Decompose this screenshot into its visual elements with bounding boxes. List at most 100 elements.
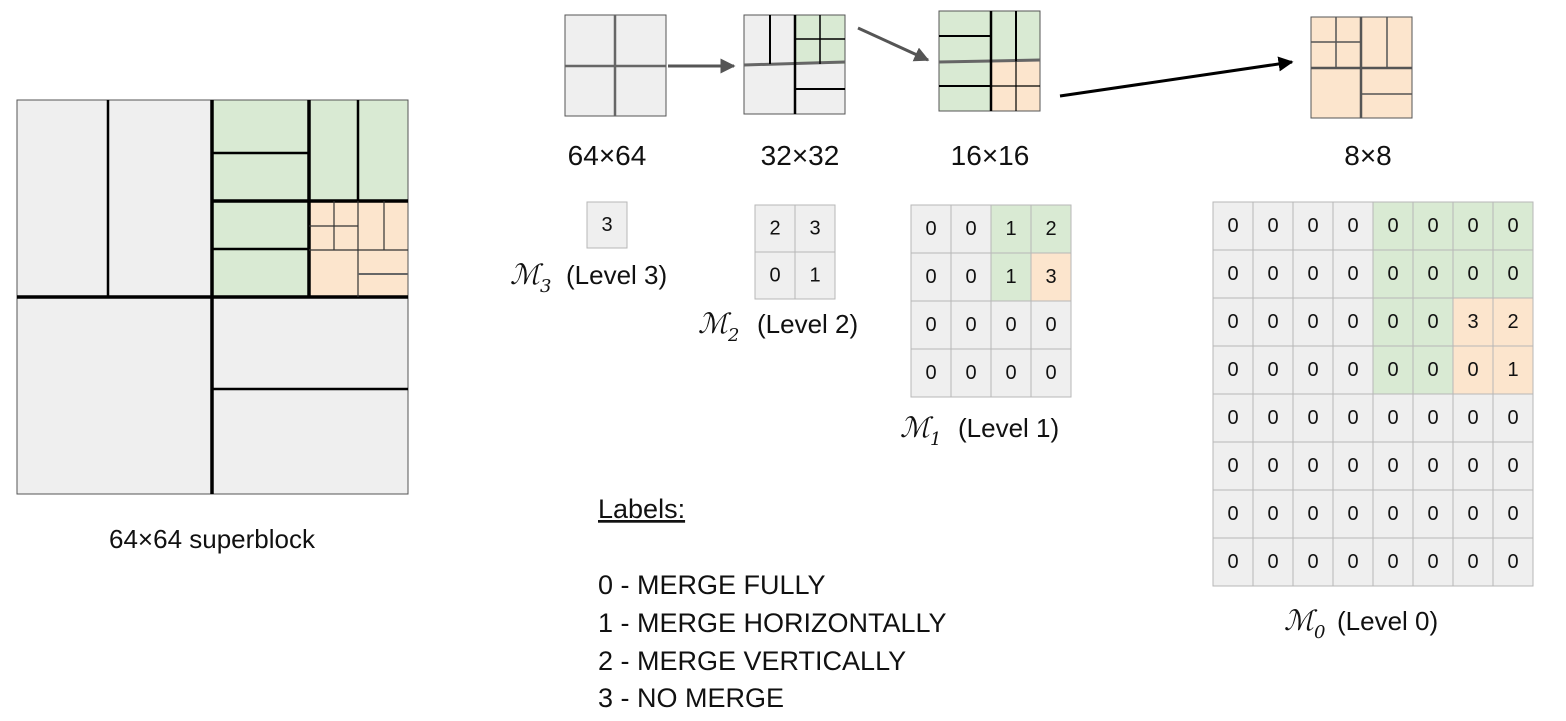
svg-text:ℳ1: ℳ1	[900, 411, 941, 450]
map-subscript: 0	[1314, 622, 1325, 643]
matrix-cell-value: 0	[1267, 503, 1278, 525]
matrix-cell	[1492, 297, 1534, 347]
matrix-cell	[1452, 201, 1494, 251]
matrix-cell	[754, 251, 796, 300]
matrix-cell-value: 0	[1347, 503, 1358, 525]
matrix-cell-value: 0	[1267, 311, 1278, 333]
matrix-cell-value: 0	[1307, 551, 1318, 573]
matrix-cell-value: 3	[1467, 311, 1478, 333]
caption-text: (Level 0)	[1337, 606, 1438, 636]
matrix-cell	[754, 204, 796, 253]
matrix-cell-value: 0	[1347, 263, 1358, 285]
matrix-cell-value: 0	[1387, 551, 1398, 573]
matrix-cell-value: 0	[1227, 455, 1238, 477]
matrix-cell	[1412, 297, 1454, 347]
matrix-cell-value: 0	[1387, 263, 1398, 285]
matrix-cell-value: 1	[1507, 359, 1518, 381]
matrix-cell	[1492, 393, 1534, 443]
matrix-cell	[1452, 441, 1494, 491]
matrix-cell	[1292, 393, 1334, 443]
matrix-cell-value: 0	[965, 218, 976, 240]
caption-level-0: ℳ0 (Level 0)	[1284, 604, 1438, 643]
matrix-cell-value: 0	[1267, 359, 1278, 381]
matrix-cell-value: 3	[601, 214, 612, 236]
matrix-cell	[586, 201, 628, 249]
stage-16-label: 16×16	[951, 140, 1030, 171]
map-subscript: 2	[727, 325, 739, 346]
matrix-cell	[1492, 537, 1534, 587]
matrix-cell	[1492, 489, 1534, 539]
matrix-cell-value: 0	[1227, 311, 1238, 333]
matrix-cell-value: 0	[1467, 551, 1478, 573]
matrix-cell	[1452, 345, 1494, 395]
matrix-cell-value: 0	[1427, 551, 1438, 573]
matrix-cell	[1252, 345, 1294, 395]
matrix-cell-value: 0	[1267, 551, 1278, 573]
matrix-cell-value: 0	[1045, 362, 1056, 384]
matrix-cell	[910, 348, 952, 398]
svg-text:ℳ3: ℳ3	[510, 258, 551, 297]
matrix-cell-value: 0	[1387, 407, 1398, 429]
stage-64-label: 64×64	[568, 140, 647, 171]
stage-8-block	[1310, 16, 1413, 119]
legend-item: 0 - MERGE FULLY	[598, 570, 826, 600]
caption-level-3: ℳ3 (Level 3)	[510, 258, 667, 297]
matrix-cell	[1212, 249, 1254, 299]
legend-item: 2 - MERGE VERTICALLY	[598, 646, 906, 676]
matrix-cell-value: 2	[769, 218, 780, 240]
matrix-cell	[1332, 297, 1374, 347]
matrix-cell-value: 0	[1005, 362, 1016, 384]
matrix-cell-value: 0	[965, 266, 976, 288]
matrix-cell-value: 0	[1507, 263, 1518, 285]
matrix-level-3: 3	[586, 201, 628, 249]
matrix-cell	[1372, 537, 1414, 587]
labels-legend: Labels: 0 - MERGE FULLY 1 - MERGE HORIZO…	[598, 494, 947, 713]
matrix-cell	[950, 300, 992, 350]
matrix-cell-value: 0	[1227, 503, 1238, 525]
matrix-cell-value: 0	[1387, 215, 1398, 237]
matrix-cell-value: 0	[1307, 311, 1318, 333]
matrix-cell-value: 0	[1307, 407, 1318, 429]
matrix-cell	[1212, 345, 1254, 395]
matrix-cell-value: 0	[1347, 407, 1358, 429]
matrix-cell	[1292, 201, 1334, 251]
matrix-cell-value: 3	[1045, 266, 1056, 288]
matrix-cell-value: 0	[1307, 263, 1318, 285]
matrix-cell-value: 0	[925, 314, 936, 336]
matrix-cell-value: 0	[1347, 215, 1358, 237]
matrix-cell-value: 0	[965, 314, 976, 336]
matrix-cell-value: 0	[1267, 263, 1278, 285]
matrix-cell	[990, 348, 1032, 398]
matrix-cell-value: 2	[1045, 218, 1056, 240]
svg-text:ℳ2: ℳ2	[698, 307, 739, 346]
map-symbol: ℳ	[698, 307, 732, 340]
matrix-cell-value: 0	[1427, 311, 1438, 333]
matrix-cell	[1212, 201, 1254, 251]
matrix-cell-value: 0	[1347, 455, 1358, 477]
matrix-cell-value: 0	[1227, 359, 1238, 381]
matrix-cell-value: 0	[1467, 503, 1478, 525]
matrix-cell	[1412, 393, 1454, 443]
caption-text: (Level 3)	[566, 260, 667, 290]
matrix-cell	[1292, 297, 1334, 347]
matrix-cell-value: 0	[1227, 263, 1238, 285]
matrix-cell-value: 0	[1427, 215, 1438, 237]
matrix-cell-value: 0	[1307, 359, 1318, 381]
caption-level-2: ℳ2 (Level 2)	[698, 307, 858, 346]
matrix-cell	[1030, 252, 1072, 302]
matrix-cell-value: 1	[1005, 218, 1016, 240]
matrix-cell	[1492, 441, 1534, 491]
matrix-cell	[1372, 441, 1414, 491]
matrix-cell	[794, 251, 836, 300]
matrix-cell-value: 0	[1045, 314, 1056, 336]
caption-level-1: ℳ1 (Level 1)	[900, 411, 1059, 450]
matrix-cell-value: 0	[1427, 263, 1438, 285]
matrix-cell-value: 0	[1227, 407, 1238, 429]
matrix-cell-value: 0	[925, 362, 936, 384]
matrix-cell-value: 0	[1267, 215, 1278, 237]
matrix-cell-value: 0	[1427, 503, 1438, 525]
legend-item: 3 - NO MERGE	[598, 683, 784, 713]
